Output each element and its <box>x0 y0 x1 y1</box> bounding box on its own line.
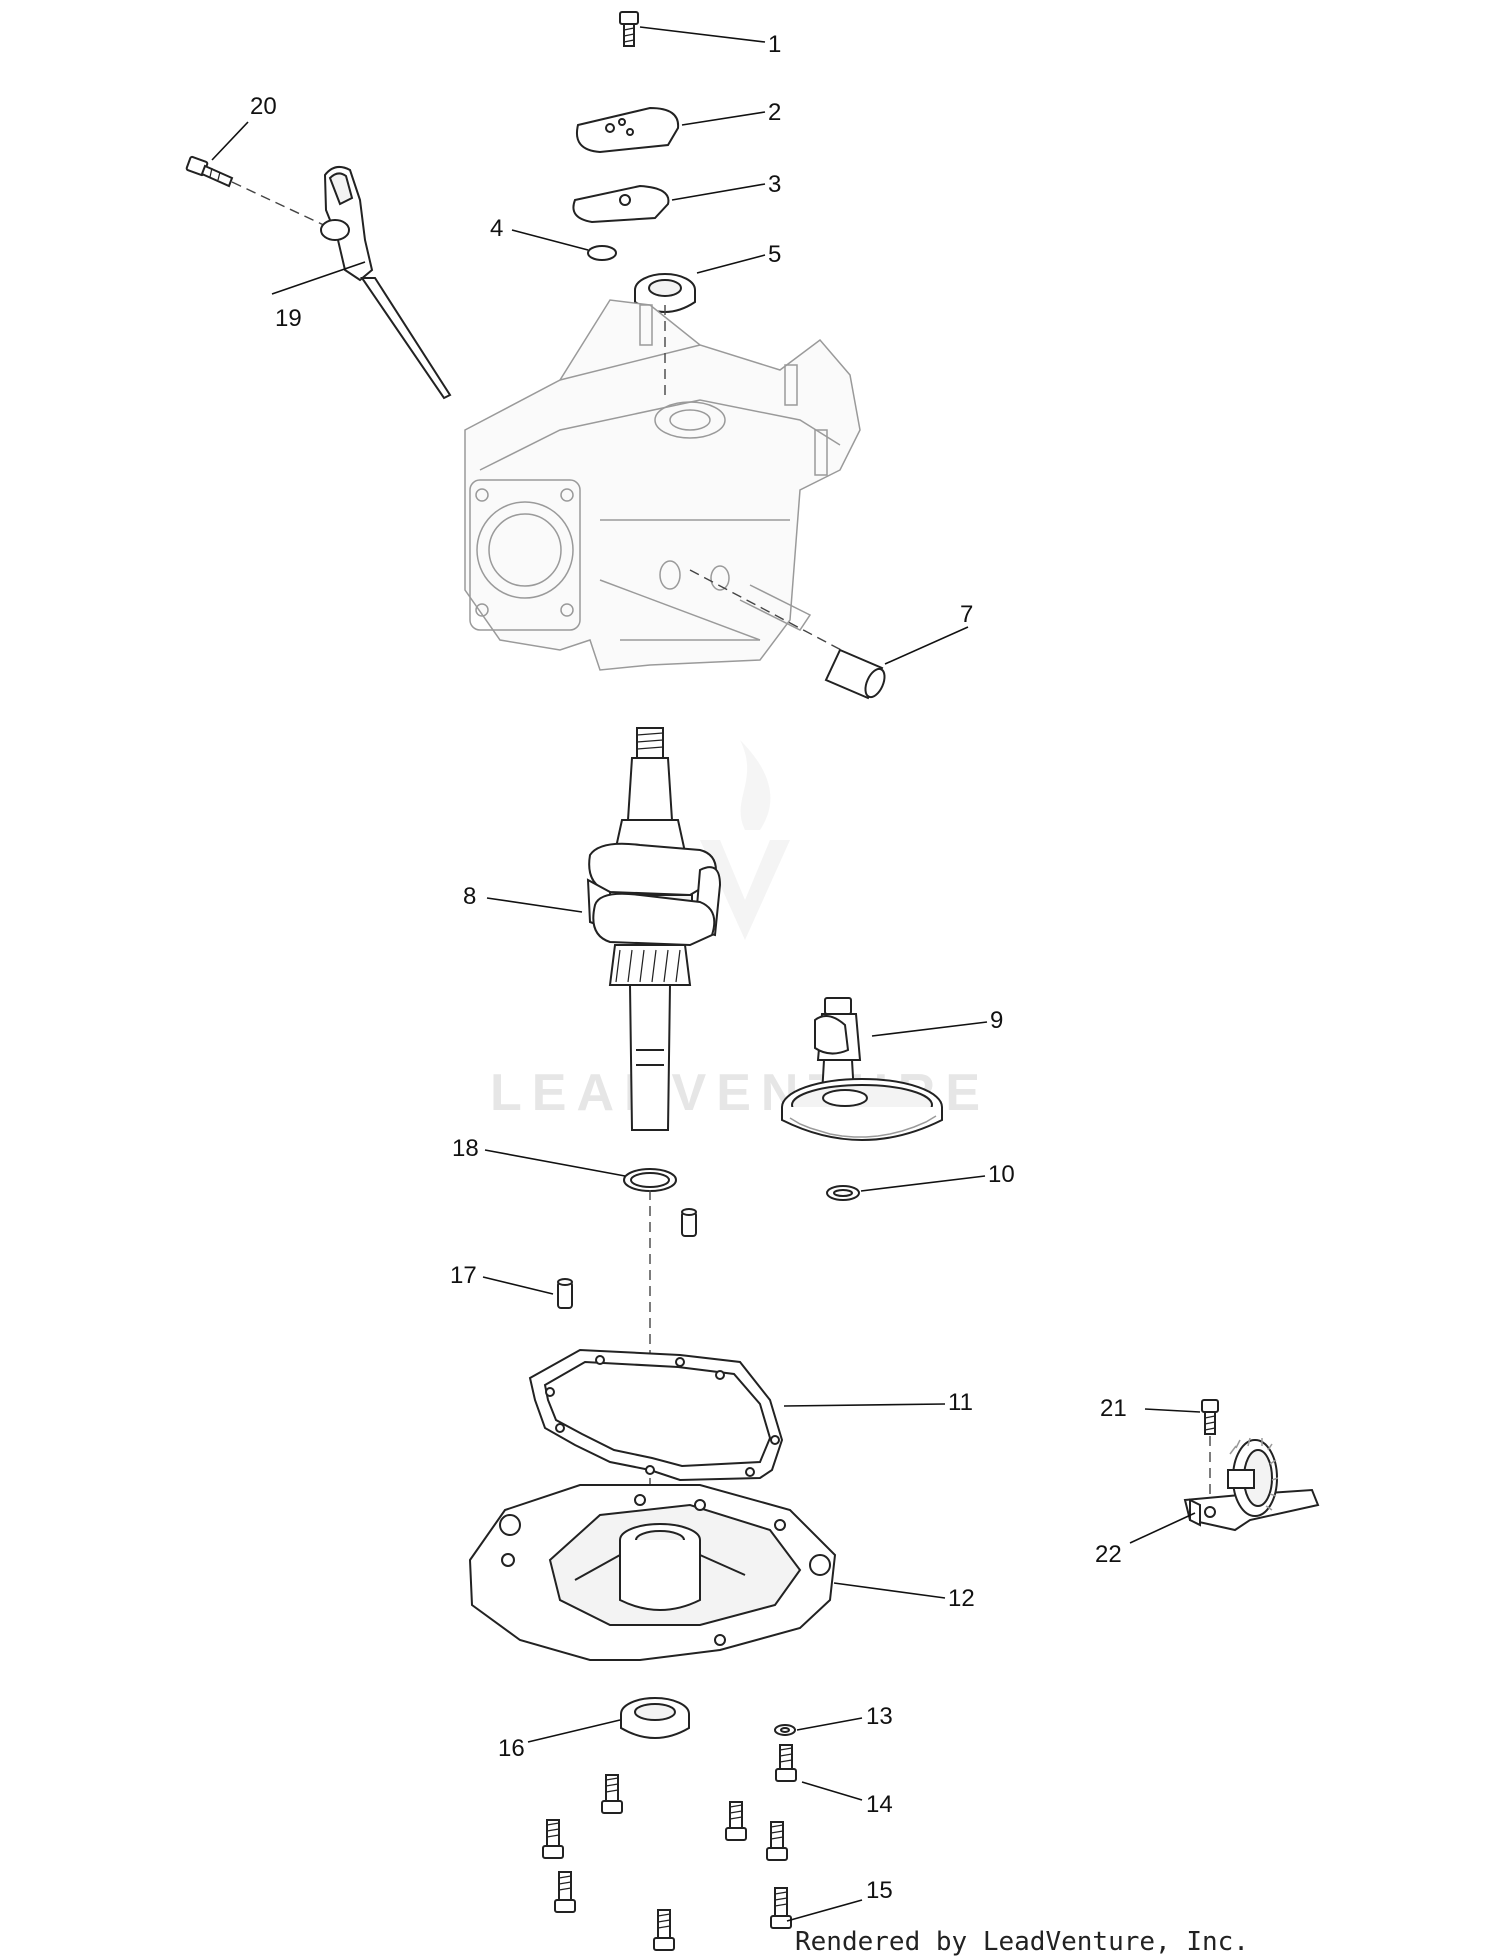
callout-labels: 1 2 3 4 5 7 8 9 10 11 12 13 14 15 16 17 … <box>250 31 1127 1904</box>
bolt-set-14-15 <box>542 1744 797 1951</box>
washer-10-icon <box>826 1185 860 1201</box>
bolt-20-icon <box>185 155 234 188</box>
bolt-icon <box>766 1821 788 1861</box>
dipstick-19-icon <box>320 165 452 400</box>
bolt-icon <box>775 1744 797 1782</box>
bolt-icon <box>554 1871 576 1913</box>
callout-18: 18 <box>452 1135 479 1162</box>
leadventure-watermark-logo <box>700 740 790 940</box>
bolt-icon <box>542 1819 564 1859</box>
callout-9: 9 <box>990 1007 1003 1034</box>
bolt-icon <box>725 1801 747 1841</box>
callout-22: 22 <box>1095 1541 1122 1568</box>
ring-18-icon <box>623 1168 677 1192</box>
callout-11: 11 <box>948 1389 973 1416</box>
callout-10: 10 <box>988 1161 1015 1188</box>
dowel-pin-7-icon <box>824 648 886 700</box>
seal-16-icon <box>620 1697 690 1739</box>
render-credit: Rendered by LeadVenture, Inc. <box>795 1927 1249 1957</box>
dowel-17a-icon <box>681 1208 697 1237</box>
callout-19: 19 <box>275 305 302 332</box>
callout-8: 8 <box>463 883 476 910</box>
callout-16: 16 <box>498 1735 525 1762</box>
crankcase-cover-12-icon <box>468 1484 837 1661</box>
washer-13-icon <box>774 1724 796 1736</box>
callout-17: 17 <box>450 1262 477 1289</box>
callout-13: 13 <box>866 1703 893 1730</box>
bolt-icon <box>770 1887 792 1929</box>
engine-block-ghost <box>464 299 861 671</box>
callout-21: 21 <box>1100 1395 1127 1422</box>
cover-plate-2-icon <box>576 106 680 154</box>
bolt-icon <box>653 1909 675 1951</box>
bolt-icon <box>601 1774 623 1814</box>
governor-22-icon <box>1183 1437 1320 1532</box>
callout-5: 5 <box>768 241 781 268</box>
plug-4-icon <box>587 245 617 261</box>
callout-4: 4 <box>490 215 503 242</box>
callout-15: 15 <box>866 1877 893 1904</box>
callout-7: 7 <box>960 601 973 628</box>
callout-14: 14 <box>866 1791 893 1818</box>
callout-20: 20 <box>250 93 277 120</box>
crankshaft-8-icon <box>586 727 722 1131</box>
bolt-21-icon <box>1201 1399 1219 1435</box>
dowel-17b-icon <box>557 1278 573 1309</box>
leader-lines <box>211 26 1201 1922</box>
callout-12: 12 <box>948 1585 975 1612</box>
callout-1: 1 <box>768 31 781 58</box>
bolt-1-icon <box>619 11 639 47</box>
gasket-11-icon <box>528 1348 784 1482</box>
gasket-3-icon <box>572 184 670 224</box>
camshaft-9-icon <box>781 997 943 1141</box>
callout-3: 3 <box>768 171 781 198</box>
callout-2: 2 <box>768 99 781 126</box>
